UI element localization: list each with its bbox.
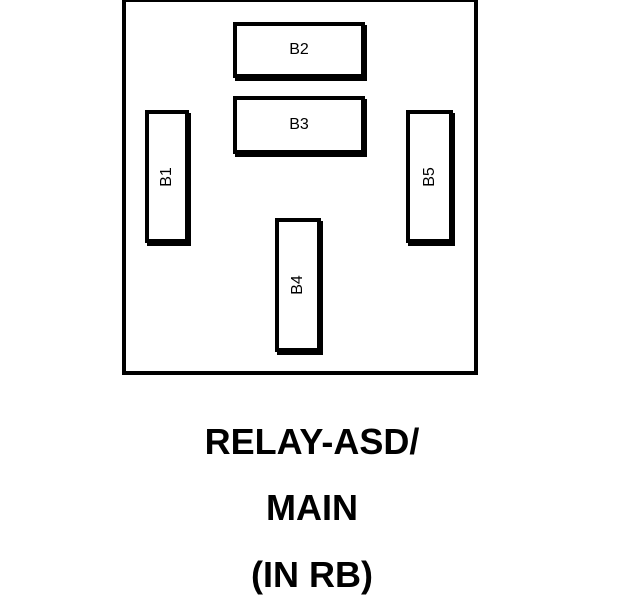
terminal-b4-label: B4 (288, 275, 306, 295)
terminal-b5-label: B5 (420, 166, 438, 187)
terminal-b5: B5 (406, 110, 453, 243)
terminal-b1: B1 (145, 110, 189, 243)
terminal-b3-label: B3 (289, 116, 309, 133)
caption-line-1: RELAY-ASD/ (204, 421, 420, 462)
caption-line-3: (IN RB) (251, 554, 373, 595)
terminal-b1-label: B1 (157, 166, 175, 187)
caption-line-2: MAIN (266, 487, 358, 528)
terminal-b2: B2 (233, 22, 365, 78)
terminal-b4: B4 (275, 218, 321, 352)
terminal-b3: B3 (233, 96, 365, 154)
relay-body-outline (122, 0, 478, 375)
terminal-b2-label: B2 (289, 41, 309, 58)
